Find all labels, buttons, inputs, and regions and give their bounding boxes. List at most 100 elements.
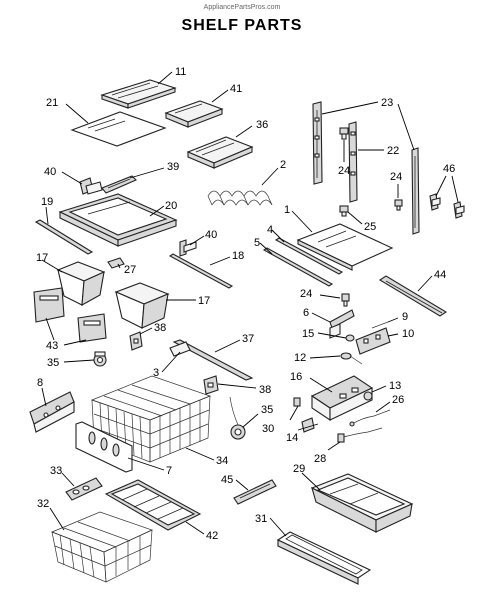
leader-14 bbox=[297, 423, 319, 431]
part-46-clips bbox=[429, 193, 465, 219]
leader-23a bbox=[321, 101, 379, 115]
leader-32 bbox=[49, 507, 65, 531]
part-18-rod bbox=[168, 253, 234, 289]
callout-44: 44 bbox=[434, 269, 446, 281]
leader-46b bbox=[451, 175, 459, 203]
leader-25 bbox=[347, 211, 363, 225]
callout-12: 12 bbox=[294, 352, 306, 364]
callout-35a: 35 bbox=[47, 357, 59, 369]
leader-1 bbox=[291, 210, 313, 233]
part-11-shelf bbox=[100, 79, 177, 109]
leader-18 bbox=[209, 256, 231, 266]
callout-17a: 17 bbox=[36, 252, 48, 264]
leader-19 bbox=[45, 206, 49, 225]
leader-37 bbox=[214, 339, 241, 353]
part-44-trim bbox=[378, 275, 448, 317]
part-40-bracket bbox=[79, 177, 103, 195]
part-35-roller-right bbox=[229, 396, 246, 440]
part-16-cover bbox=[310, 375, 374, 422]
callout-7: 7 bbox=[166, 465, 172, 477]
leader-40a bbox=[61, 171, 83, 185]
callout-15: 15 bbox=[302, 328, 314, 340]
leader-41 bbox=[211, 89, 229, 103]
leader-43b bbox=[45, 317, 55, 341]
leader-21 bbox=[65, 103, 89, 124]
leader-33 bbox=[61, 472, 75, 487]
callout-9: 9 bbox=[402, 311, 408, 323]
page-title: SHELF PARTS bbox=[182, 17, 303, 34]
callout-5: 5 bbox=[254, 237, 260, 249]
part-45-bracket bbox=[233, 479, 277, 505]
callout-34: 34 bbox=[216, 455, 228, 467]
leader-45 bbox=[235, 479, 249, 491]
callout-36: 36 bbox=[256, 119, 268, 131]
part-25-bushing bbox=[339, 205, 349, 217]
leader-5 bbox=[259, 242, 273, 255]
part-43-bin-front bbox=[33, 287, 107, 343]
leader-35a bbox=[63, 359, 95, 363]
part-12-spring bbox=[340, 352, 363, 365]
part-17-bin-left bbox=[56, 261, 106, 306]
callout-26: 26 bbox=[392, 394, 404, 406]
leader-36 bbox=[235, 125, 253, 138]
callout-24b: 24 bbox=[390, 171, 402, 183]
leader-38b bbox=[217, 383, 257, 389]
leader-4 bbox=[271, 229, 285, 243]
part-7-divider bbox=[75, 421, 133, 473]
part-9-pin bbox=[371, 321, 389, 329]
callout-23: 23 bbox=[381, 97, 393, 109]
callout-18: 18 bbox=[232, 250, 244, 262]
leader-8 bbox=[41, 387, 47, 407]
part-39-rail bbox=[101, 175, 137, 194]
leader-2 bbox=[261, 167, 279, 186]
callout-6: 6 bbox=[303, 307, 309, 319]
part-40b-bracket bbox=[179, 239, 197, 257]
callout-43: 43 bbox=[46, 340, 58, 352]
callout-38b: 38 bbox=[259, 384, 271, 396]
part-33-handle bbox=[65, 477, 103, 501]
leader-39 bbox=[129, 167, 165, 179]
part-34-wire-basket bbox=[90, 375, 212, 463]
callout-24a: 24 bbox=[338, 165, 350, 177]
leader-17a bbox=[41, 259, 63, 273]
leader-27 bbox=[117, 263, 121, 269]
part-8-end-cap bbox=[29, 391, 75, 433]
part-24-bushing-b bbox=[394, 199, 403, 211]
part-17-bin-right bbox=[114, 282, 170, 329]
callout-24c: 24 bbox=[300, 288, 312, 300]
callout-33: 33 bbox=[50, 465, 62, 477]
leader-12 bbox=[309, 355, 341, 359]
part-4-rail bbox=[274, 237, 344, 275]
leader-3 bbox=[161, 351, 181, 373]
leader-10 bbox=[387, 333, 399, 337]
part-26-wire bbox=[349, 409, 391, 427]
callout-32: 32 bbox=[37, 498, 49, 510]
leader-23b bbox=[397, 103, 415, 151]
part-36-shelf bbox=[186, 136, 254, 169]
leader-29 bbox=[301, 472, 321, 491]
leader-34 bbox=[185, 447, 215, 461]
leader-43 bbox=[63, 339, 87, 346]
part-42-wire-shelf bbox=[104, 479, 202, 531]
callout-14: 14 bbox=[286, 432, 298, 444]
callout-41: 41 bbox=[230, 83, 242, 95]
leader-24c bbox=[319, 294, 341, 299]
part-14-plate bbox=[301, 417, 315, 433]
leader-26 bbox=[375, 401, 391, 413]
part-19-strip bbox=[34, 219, 94, 255]
part-29-deli-tray bbox=[310, 473, 414, 533]
callout-16: 16 bbox=[290, 371, 302, 383]
part-2-wine-rack bbox=[207, 190, 273, 206]
callout-40a: 40 bbox=[44, 166, 56, 178]
callout-27: 27 bbox=[124, 264, 136, 276]
part-31-tray bbox=[276, 531, 372, 585]
callout-11: 11 bbox=[175, 66, 186, 78]
part-23-upright-right bbox=[411, 147, 420, 235]
callout-46: 46 bbox=[443, 163, 455, 175]
part-32-small-basket bbox=[51, 511, 153, 583]
callout-30: 30 bbox=[262, 423, 274, 435]
part-15-spacer bbox=[345, 334, 355, 342]
callout-31: 31 bbox=[255, 513, 267, 525]
callout-39: 39 bbox=[167, 161, 179, 173]
